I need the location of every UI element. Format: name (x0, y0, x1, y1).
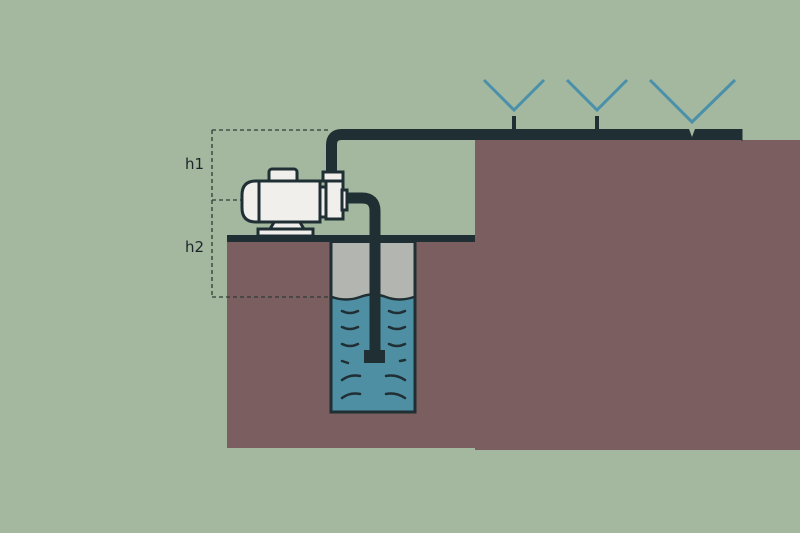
sprinklers (482, 78, 737, 137)
foot-valve (364, 350, 385, 363)
sprinkler-spray (482, 78, 546, 113)
water-ripples (340, 309, 407, 400)
h2-label: h2 (185, 238, 205, 256)
discharge-pipe (326, 129, 742, 175)
sprinkler-spray (565, 78, 629, 113)
lower-surface-line (227, 235, 475, 242)
dimension-lines (211, 129, 332, 298)
suction-pipe (343, 192, 381, 352)
upper-ground (475, 140, 800, 450)
pump-inlet (340, 188, 349, 212)
h1-label: h1 (185, 155, 205, 173)
sprinkler-stem (512, 116, 516, 130)
sprinkler-stem (595, 116, 599, 130)
sprinkler-spray (648, 78, 737, 125)
pump-motor (240, 179, 322, 224)
pump-housing (324, 179, 345, 221)
pump (240, 167, 349, 238)
pump-outlet (321, 170, 345, 183)
